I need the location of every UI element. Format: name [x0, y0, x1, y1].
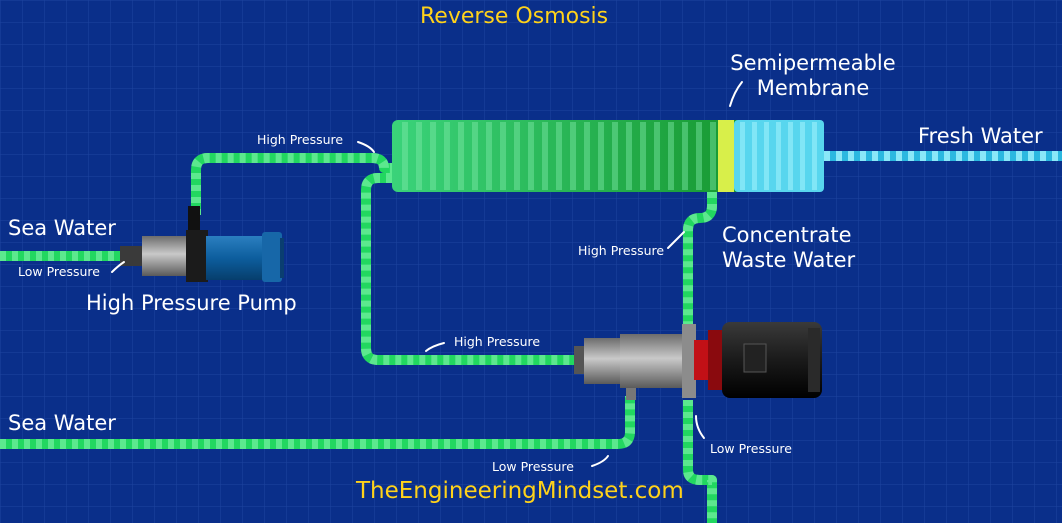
high-pressure-to-membrane-label: High Pressure — [257, 132, 344, 147]
low-pressure-pump-inlet-label: Low Pressure — [18, 264, 100, 279]
membrane-rib — [640, 122, 646, 190]
fresh-water-rib — [788, 122, 793, 190]
membrane-ribs — [402, 122, 716, 190]
membrane-rib — [654, 122, 660, 190]
membrane-rib — [542, 122, 548, 190]
membrane-rib — [416, 122, 422, 190]
membrane-rib — [570, 122, 576, 190]
high-pressure-to-exchanger-label: High Pressure — [454, 334, 541, 349]
concentrate-label-line-2: Waste Water — [722, 248, 856, 272]
fresh-water-label: Fresh Water — [918, 124, 1043, 148]
membrane-rib — [668, 122, 674, 190]
concentrate-label: Concentrate Waste Water — [722, 223, 855, 273]
membrane-rib — [444, 122, 450, 190]
membrane-rib — [430, 122, 436, 190]
membrane-rib — [402, 122, 408, 190]
concentrate-label-line-1: Concentrate — [722, 223, 852, 247]
fresh-water-rib — [752, 122, 757, 190]
low-pressure-sea-label: Low Pressure — [492, 459, 574, 474]
diagram-title: Reverse Osmosis — [420, 4, 609, 29]
low-pressure-outlet-label: Low Pressure — [710, 441, 792, 456]
membrane-rib — [458, 122, 464, 190]
fresh-water-rib — [800, 122, 805, 190]
membrane-label-line-1: Semipermeable — [730, 51, 896, 75]
fresh-water-rib — [764, 122, 769, 190]
high-pressure-concentrate-label: High Pressure — [578, 243, 665, 258]
fresh-water-ribs — [740, 122, 817, 190]
membrane-rib — [556, 122, 562, 190]
membrane-rib — [584, 122, 590, 190]
sea-water-top-label: Sea Water — [8, 216, 116, 240]
website-watermark: TheEngineeringMindset.com — [356, 478, 684, 504]
membrane-label-line-2: Membrane — [756, 76, 870, 100]
pipes — [0, 151, 1062, 523]
membrane-rib — [472, 122, 478, 190]
fresh-water-rib — [740, 122, 745, 190]
leader-lines — [111, 81, 743, 467]
pressure-exchanger-pump — [574, 322, 822, 400]
membrane-rib — [710, 122, 716, 190]
membrane-rib — [486, 122, 492, 190]
membrane-rib — [612, 122, 618, 190]
sea-water-bottom-label: Sea Water — [8, 411, 116, 435]
high-pressure-pump — [120, 206, 284, 282]
membrane-rib — [696, 122, 702, 190]
membrane-rib — [500, 122, 506, 190]
fresh-water-rib — [812, 122, 817, 190]
membrane-rib — [514, 122, 520, 190]
membrane-rib — [682, 122, 688, 190]
membrane-vessel — [392, 120, 824, 192]
membrane-rib — [598, 122, 604, 190]
membrane-label: Semipermeable Membrane — [726, 51, 900, 101]
high-pressure-pump-label: High Pressure Pump — [86, 291, 297, 315]
membrane-rib — [528, 122, 534, 190]
fresh-water-rib — [776, 122, 781, 190]
membrane-rib — [626, 122, 632, 190]
membrane-layer — [718, 120, 734, 192]
